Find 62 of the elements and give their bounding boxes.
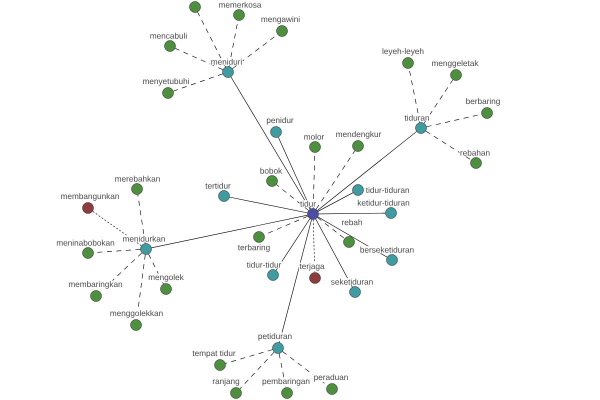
node-label: berbaring [465, 97, 501, 106]
node-label: rebahan [459, 149, 491, 156]
node-label: mencabuli [149, 32, 188, 40]
connector-line [138, 194, 146, 244]
connector-line [148, 254, 164, 284]
connector-line [276, 218, 310, 271]
node-label: mendengkur [335, 130, 382, 140]
node-label: membaringkan [68, 280, 124, 290]
connector-line [316, 150, 356, 210]
connector-line [230, 76, 310, 210]
connector-line [317, 131, 417, 211]
connector-line [318, 212, 386, 214]
node-label: merebahkan [114, 175, 161, 182]
node-label: ketidur-tiduran [356, 199, 410, 206]
node-label: mengolek [148, 273, 184, 282]
node-label: bobok [259, 167, 283, 174]
node-label: menggeletak [430, 59, 480, 68]
node-label: seketiduran [330, 278, 374, 286]
connector-line [173, 74, 223, 92]
connector-line [240, 352, 274, 390]
node-label: ranjang [212, 377, 240, 386]
connector-line [174, 48, 224, 70]
node-label: pembaringan [261, 377, 311, 386]
node-circle [189, 1, 201, 13]
node-label: membangunkan [60, 192, 120, 202]
connector-line [225, 349, 273, 364]
connector-line [424, 79, 454, 124]
node-label: tidur-tidur [246, 261, 282, 268]
node-label: tidur [299, 200, 317, 208]
node-label: tidur-tiduran [365, 186, 410, 194]
node-label: peraduan [313, 373, 349, 382]
node-label: petiduran [257, 332, 293, 342]
connector-line [317, 217, 345, 239]
node-label: rebah [340, 218, 364, 226]
connector-line [315, 218, 353, 288]
connector-line [279, 219, 312, 343]
node-label: leyeh-leyeh [381, 47, 425, 56]
node-label: tertidur [204, 182, 232, 190]
connector-line [426, 130, 472, 160]
node-label: menidurkan [122, 235, 166, 242]
connector-line [312, 219, 316, 273]
node-label: memerkosa [218, 1, 262, 8]
connector-line [276, 184, 309, 211]
node-label: tiduran [404, 114, 430, 122]
connector-line [408, 68, 420, 123]
connector-line [92, 211, 142, 246]
connector-line [318, 192, 354, 212]
connector-line [278, 136, 311, 210]
node-label: molor [303, 133, 325, 140]
node-label: meninabobokan [56, 239, 116, 246]
node-label: menggolekkan [109, 309, 164, 318]
node-label: mengawini [260, 15, 301, 24]
node-label: menyetubuhi [142, 77, 190, 86]
node-label: tempat tidur [192, 349, 236, 358]
connector-line [151, 214, 308, 248]
connector-line [229, 196, 308, 214]
node-label: penidur [266, 116, 294, 126]
node-label: terjaga [298, 262, 326, 272]
node-label: berseketiduran [359, 246, 415, 254]
node-label: meniduri [210, 58, 243, 66]
connector-line [197, 12, 226, 68]
node-label: terbaring [237, 244, 271, 253]
